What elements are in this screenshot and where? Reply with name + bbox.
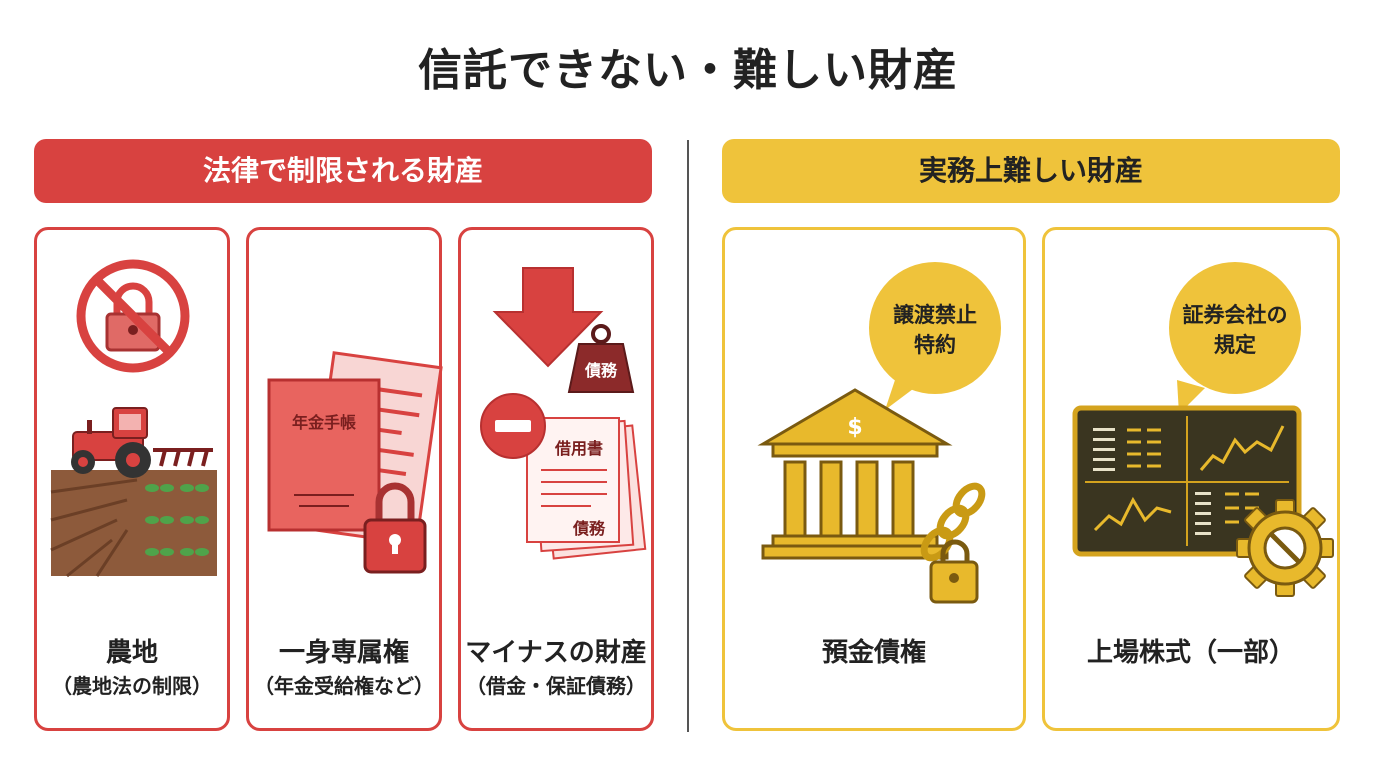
bank-icon: $ <box>757 388 953 560</box>
pension-illustration: 年金手帳 <box>267 351 443 574</box>
deposit-illustration: 譲渡禁止 特約 $ <box>757 262 1001 604</box>
card-subtitle-farmland: （農地法の制限） <box>52 674 212 698</box>
header-legal-restricted: 法律で制限される財産 <box>34 139 652 203</box>
stocks-bubble-line2: 規定 <box>1214 333 1256 357</box>
debt-weight-icon: 債務 <box>567 324 635 393</box>
card-title-deposit: 預金債権 <box>821 638 926 668</box>
chain-lock-icon <box>920 482 986 604</box>
debt-illustration: 債務 借用書 債務 <box>480 267 647 560</box>
tractor-icon <box>71 407 213 478</box>
page-title: 信託できない・難しい財産 <box>418 45 958 96</box>
down-arrow-icon <box>492 267 604 368</box>
section-divider <box>687 140 689 732</box>
stocks-bubble-line1: 証券会社の <box>1183 303 1288 327</box>
header-practically-difficult: 実務上難しい財産 <box>722 139 1340 203</box>
card-farmland: 農地 （農地法の制限） <box>34 227 230 731</box>
card-subtitle-pension: （年金受給権など） <box>254 674 434 698</box>
bank-dollar-sign: $ <box>847 415 862 440</box>
card-pension: 年金手帳 一身専属権 （年金受給権など） <box>246 227 443 731</box>
prohibited-lock-icon <box>76 259 190 373</box>
iou-documents: 借用書 債務 <box>526 417 647 560</box>
deposit-bubble-line1: 譲渡禁止 <box>893 303 977 327</box>
pension-book-label: 年金手帳 <box>292 413 356 432</box>
blocked-gear-icon <box>1236 499 1334 597</box>
iou-doc-title: 借用書 <box>554 439 603 458</box>
card-stocks: 証券会社の 規定 <box>1042 227 1340 731</box>
stocks-illustration: 証券会社の 規定 <box>1072 262 1334 597</box>
speech-bubble-icon: 譲渡禁止 特約 <box>869 262 1001 410</box>
debt-weight-label: 債務 <box>584 361 618 380</box>
minus-icon <box>480 393 546 459</box>
speech-bubble-icon: 証券会社の 規定 <box>1169 262 1301 414</box>
card-title-farmland: 農地 <box>105 638 158 668</box>
card-subtitle-debt: （借金・保証債務） <box>466 674 646 698</box>
farm-field <box>50 470 217 578</box>
card-title-stocks: 上場株式（一部） <box>1086 638 1295 668</box>
deposit-bubble-line2: 特約 <box>914 333 956 357</box>
card-title-pension: 一身専属権 <box>278 638 409 668</box>
card-title-debt: マイナスの財産 <box>465 638 647 668</box>
card-debt: 債務 借用書 債務 マイナスの財産 （借金・保証債務） <box>458 227 654 731</box>
card-deposit: 譲渡禁止 特約 $ 預金債権 <box>722 227 1026 731</box>
document-lock-icon: 年金手帳 <box>267 351 443 574</box>
farmland-illustration <box>50 259 217 578</box>
iou-doc-footer: 債務 <box>572 519 606 538</box>
chart-board-icon <box>1072 405 1302 557</box>
